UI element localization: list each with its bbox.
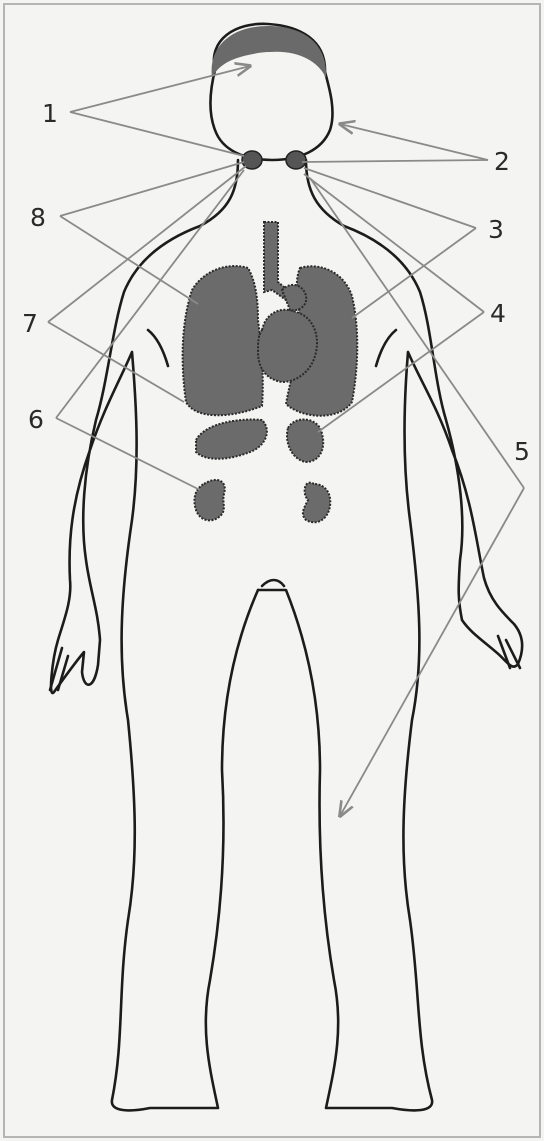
leader-6b [56,418,200,490]
label-7: 7 [22,309,38,338]
right-upper-abdominal-organ [287,419,323,462]
crotch-detail [262,580,284,586]
right-kidney [303,483,330,523]
label-1: 1 [42,99,58,128]
label-5: 5 [514,437,530,466]
aorta [282,285,306,311]
body-outline [50,24,522,1111]
label-4: 4 [490,299,506,328]
left-upper-abdominal-organ [196,420,267,459]
label-3: 3 [488,215,504,244]
leader-2a [340,124,488,160]
leader-3a [304,168,476,228]
right-armpit [376,330,396,366]
left-lung [183,266,263,415]
label-2: 2 [494,147,510,176]
right-fingers [498,636,520,668]
organs [183,151,358,522]
label-6: 6 [28,405,44,434]
leader-2b [302,160,488,162]
label-8: 8 [30,203,46,232]
left-kidney [194,480,224,520]
left-armpit [148,330,168,366]
leader-8b [60,216,198,304]
leader-7b [48,322,184,402]
leader-3b [352,228,476,318]
right-neck-gland [286,151,306,169]
